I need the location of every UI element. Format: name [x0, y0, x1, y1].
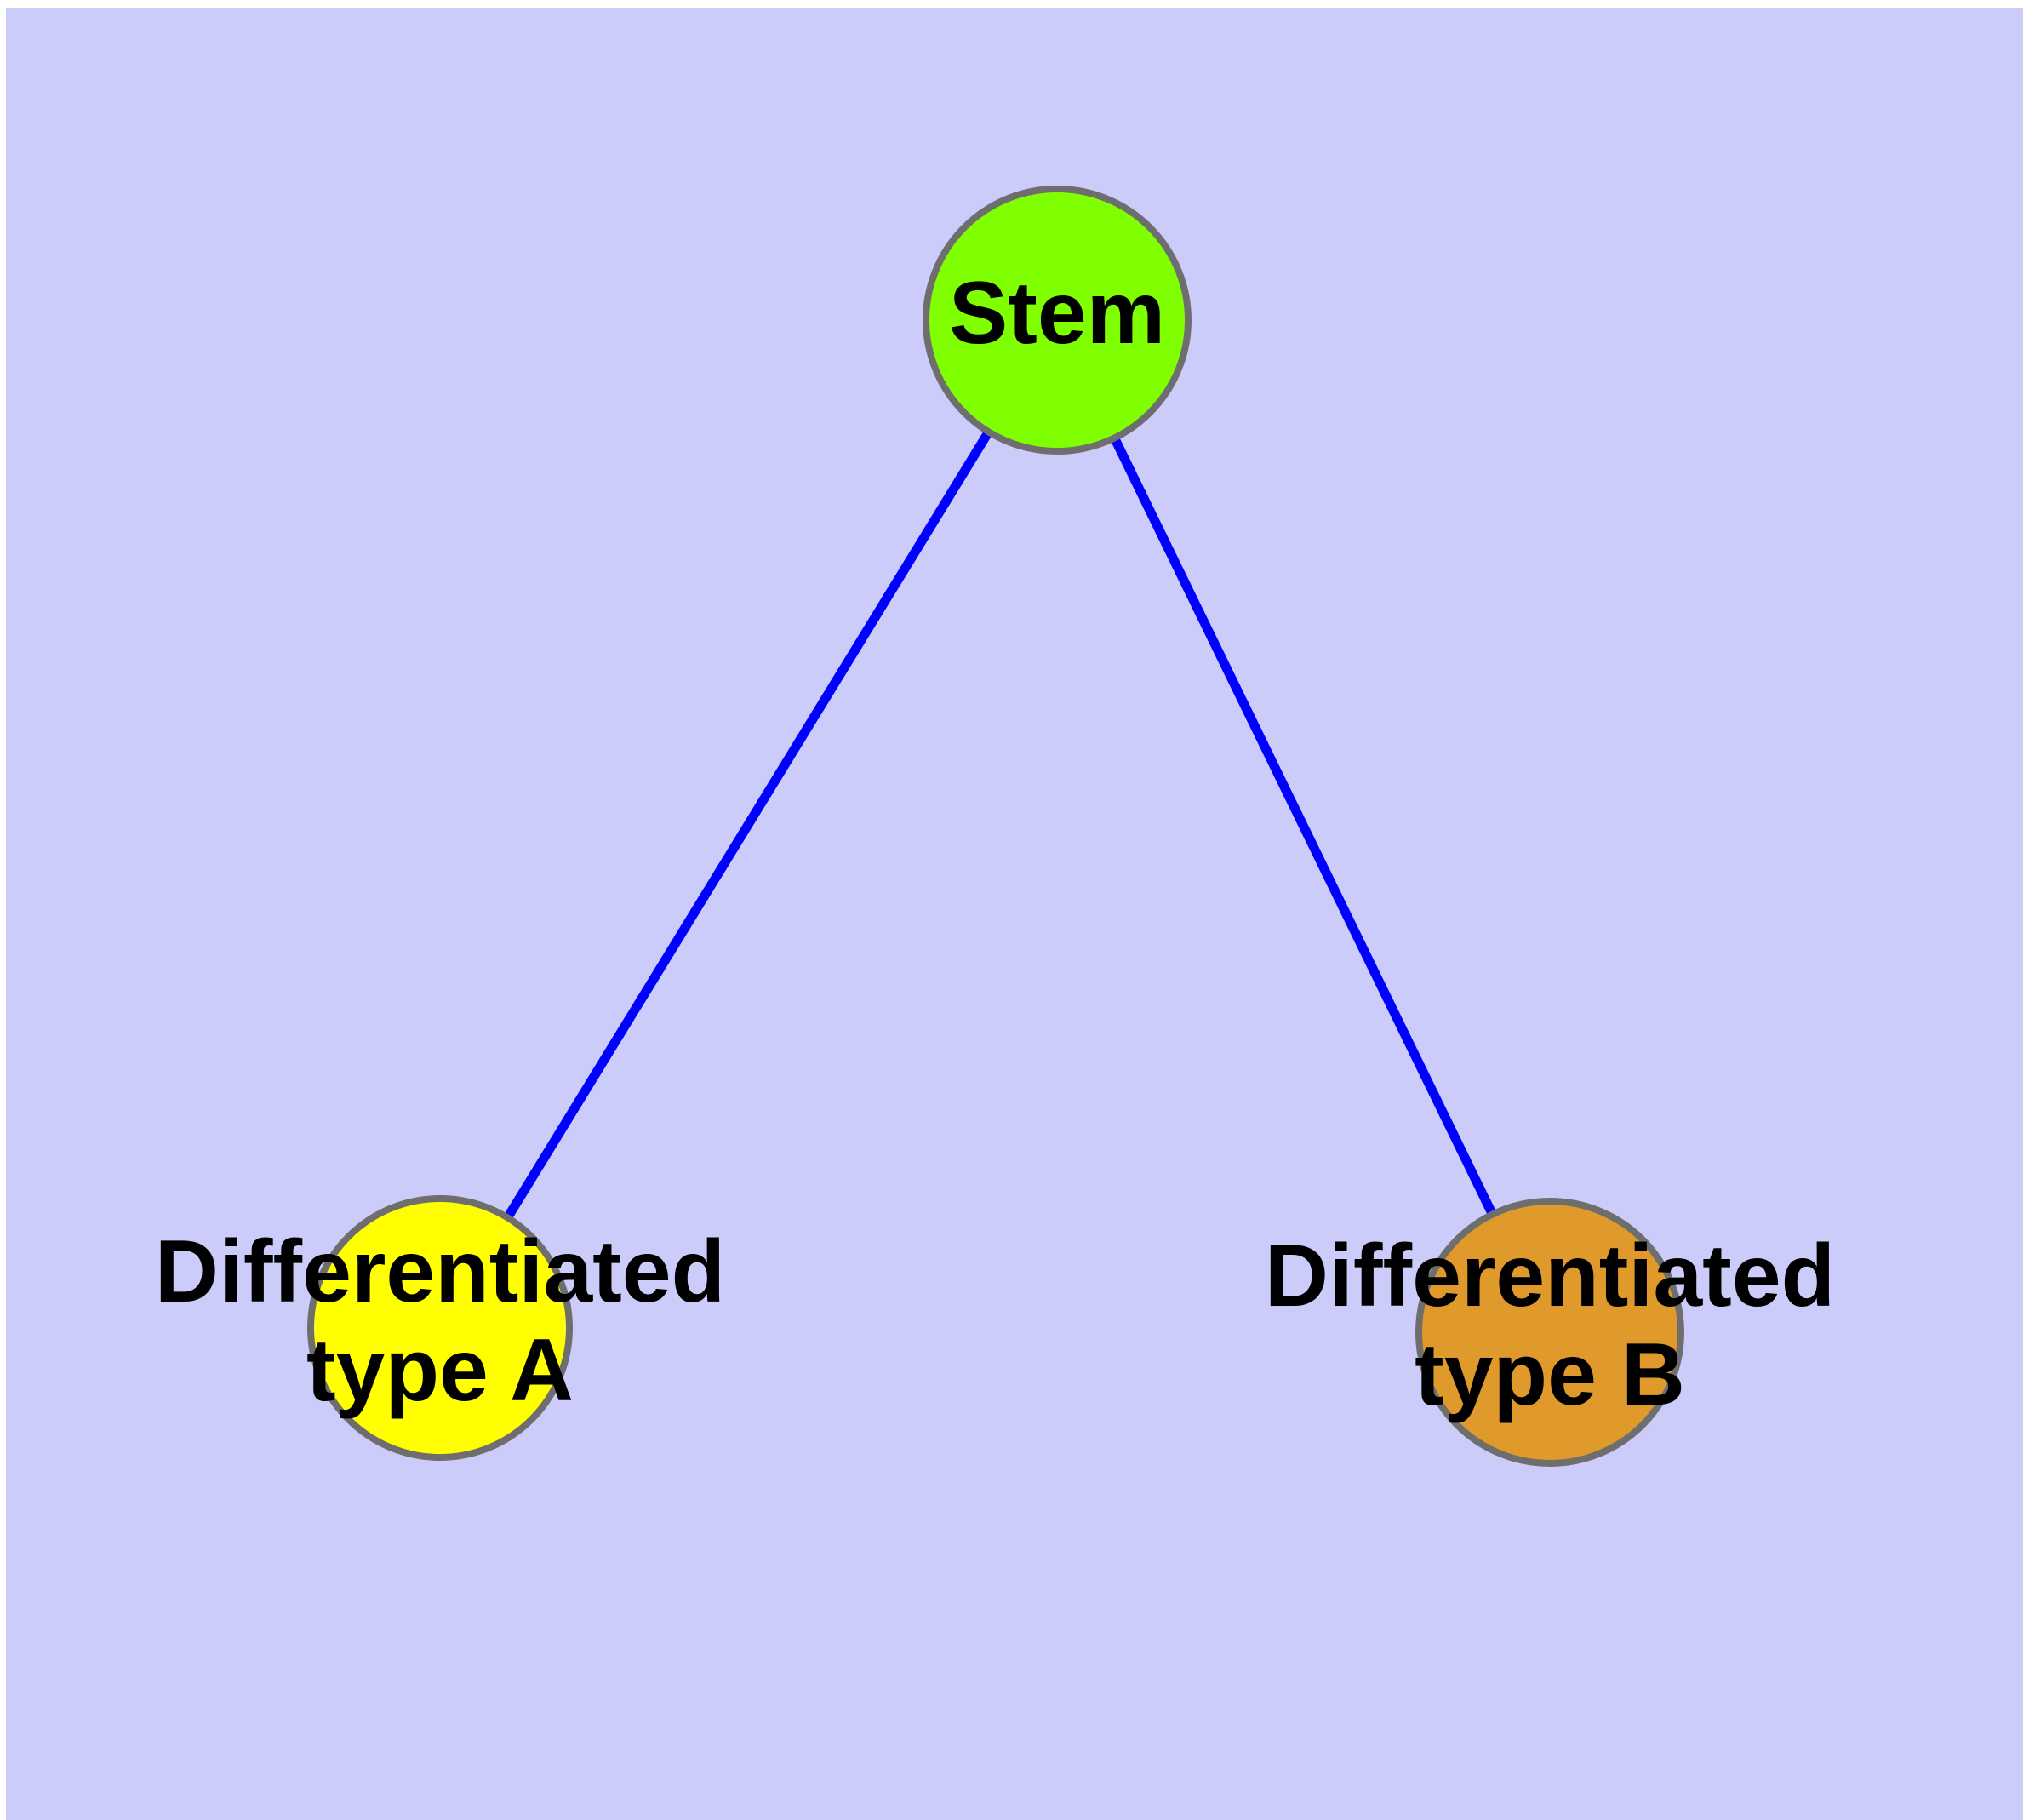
node-label-line: type A [306, 1322, 574, 1421]
node-label-stem: Stem [949, 264, 1165, 363]
edge-stem-to-differentiated-type-b[interactable] [1053, 318, 1554, 1335]
node-label-line: Differentiated [155, 1222, 725, 1321]
node-label-line: Differentiated [1265, 1227, 1835, 1325]
node-differentiated-type-a[interactable] [307, 1195, 573, 1461]
edge-layer [436, 318, 1554, 1335]
node-label-line: type B [1415, 1326, 1685, 1425]
node-differentiated-type-b[interactable] [1415, 1198, 1684, 1467]
edge-stem-to-differentiated-type-a[interactable] [436, 318, 1061, 1331]
node-label-line: Stem [949, 264, 1165, 363]
node-layer [307, 186, 1684, 1467]
node-stem[interactable] [923, 186, 1192, 455]
